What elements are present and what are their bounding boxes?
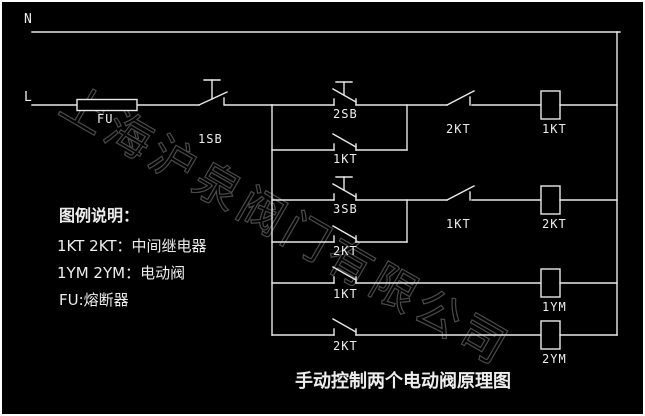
branch1-selfhold-contact-symbol [271,104,408,151]
valve1-coil-label: 1YM [542,300,567,314]
valve1-coil-symbol [540,268,618,298]
stop-button-label: 1SB [198,132,223,146]
branch2-start-button-symbol [271,176,448,201]
fuse-body [76,98,138,112]
coil-body [540,185,561,215]
branch2-interlock-contact-label: 1KT [446,217,471,231]
contact-arm [198,91,228,106]
contact-arm [332,133,357,148]
coil-body [540,268,561,298]
live-rail-label: L [24,90,32,105]
branch3-contact-symbol [271,266,542,284]
contact-arm [446,90,475,106]
valve2-coil-symbol [540,320,618,350]
branch1-selfhold-contact-label: 1KT [333,152,358,166]
relay2-coil-symbol [540,185,618,215]
relay1-coil-symbol [540,90,618,120]
fuse-label: FU [97,112,113,126]
contact-arm [446,185,475,201]
branch2-start-button-label: 3SB [333,202,358,216]
legend-item-relays: 1KT 2KT：中间继电器 [57,237,207,255]
diagram-caption: 手动控制两个电动阀原理图 [295,370,511,392]
coil-body [540,90,561,120]
relay2-coil-label: 2KT [542,217,567,231]
relay1-coil-label: 1KT [542,122,567,136]
branch2-interlock-contact-symbol [446,185,542,201]
power-rails [31,31,621,336]
branch2-selfhold-contact-symbol [271,199,408,243]
legend: 图例说明： 1KT 2KT：中间继电器 1YM 2YM：电动阀 FU:熔断器 [57,206,207,309]
legend-item-valves: 1YM 2YM：电动阀 [57,264,185,282]
branch4-contact-label: 2KT [333,339,358,353]
branch2-selfhold-contact-label: 2KT [333,244,358,258]
contact-arm [332,318,357,333]
contact-arm [332,225,357,240]
branch4-contact-symbol [271,318,542,336]
contact-arm [332,266,357,281]
branch1-start-button-label: 2SB [333,107,358,121]
branch1-interlock-contact-symbol [446,90,542,106]
fuse-symbol [76,98,138,112]
branch3-contact-label: 1KT [333,287,358,301]
coil-body [540,320,561,350]
legend-title: 图例说明： [59,206,139,225]
valve2-coil-label: 2YM [542,352,567,366]
neutral-rail-label: N [24,12,32,27]
branch1-interlock-contact-label: 2KT [446,122,471,136]
legend-item-fuse: FU:熔断器 [59,291,129,309]
stop-button-symbol [198,79,228,106]
branch1-start-button-symbol [271,81,448,106]
